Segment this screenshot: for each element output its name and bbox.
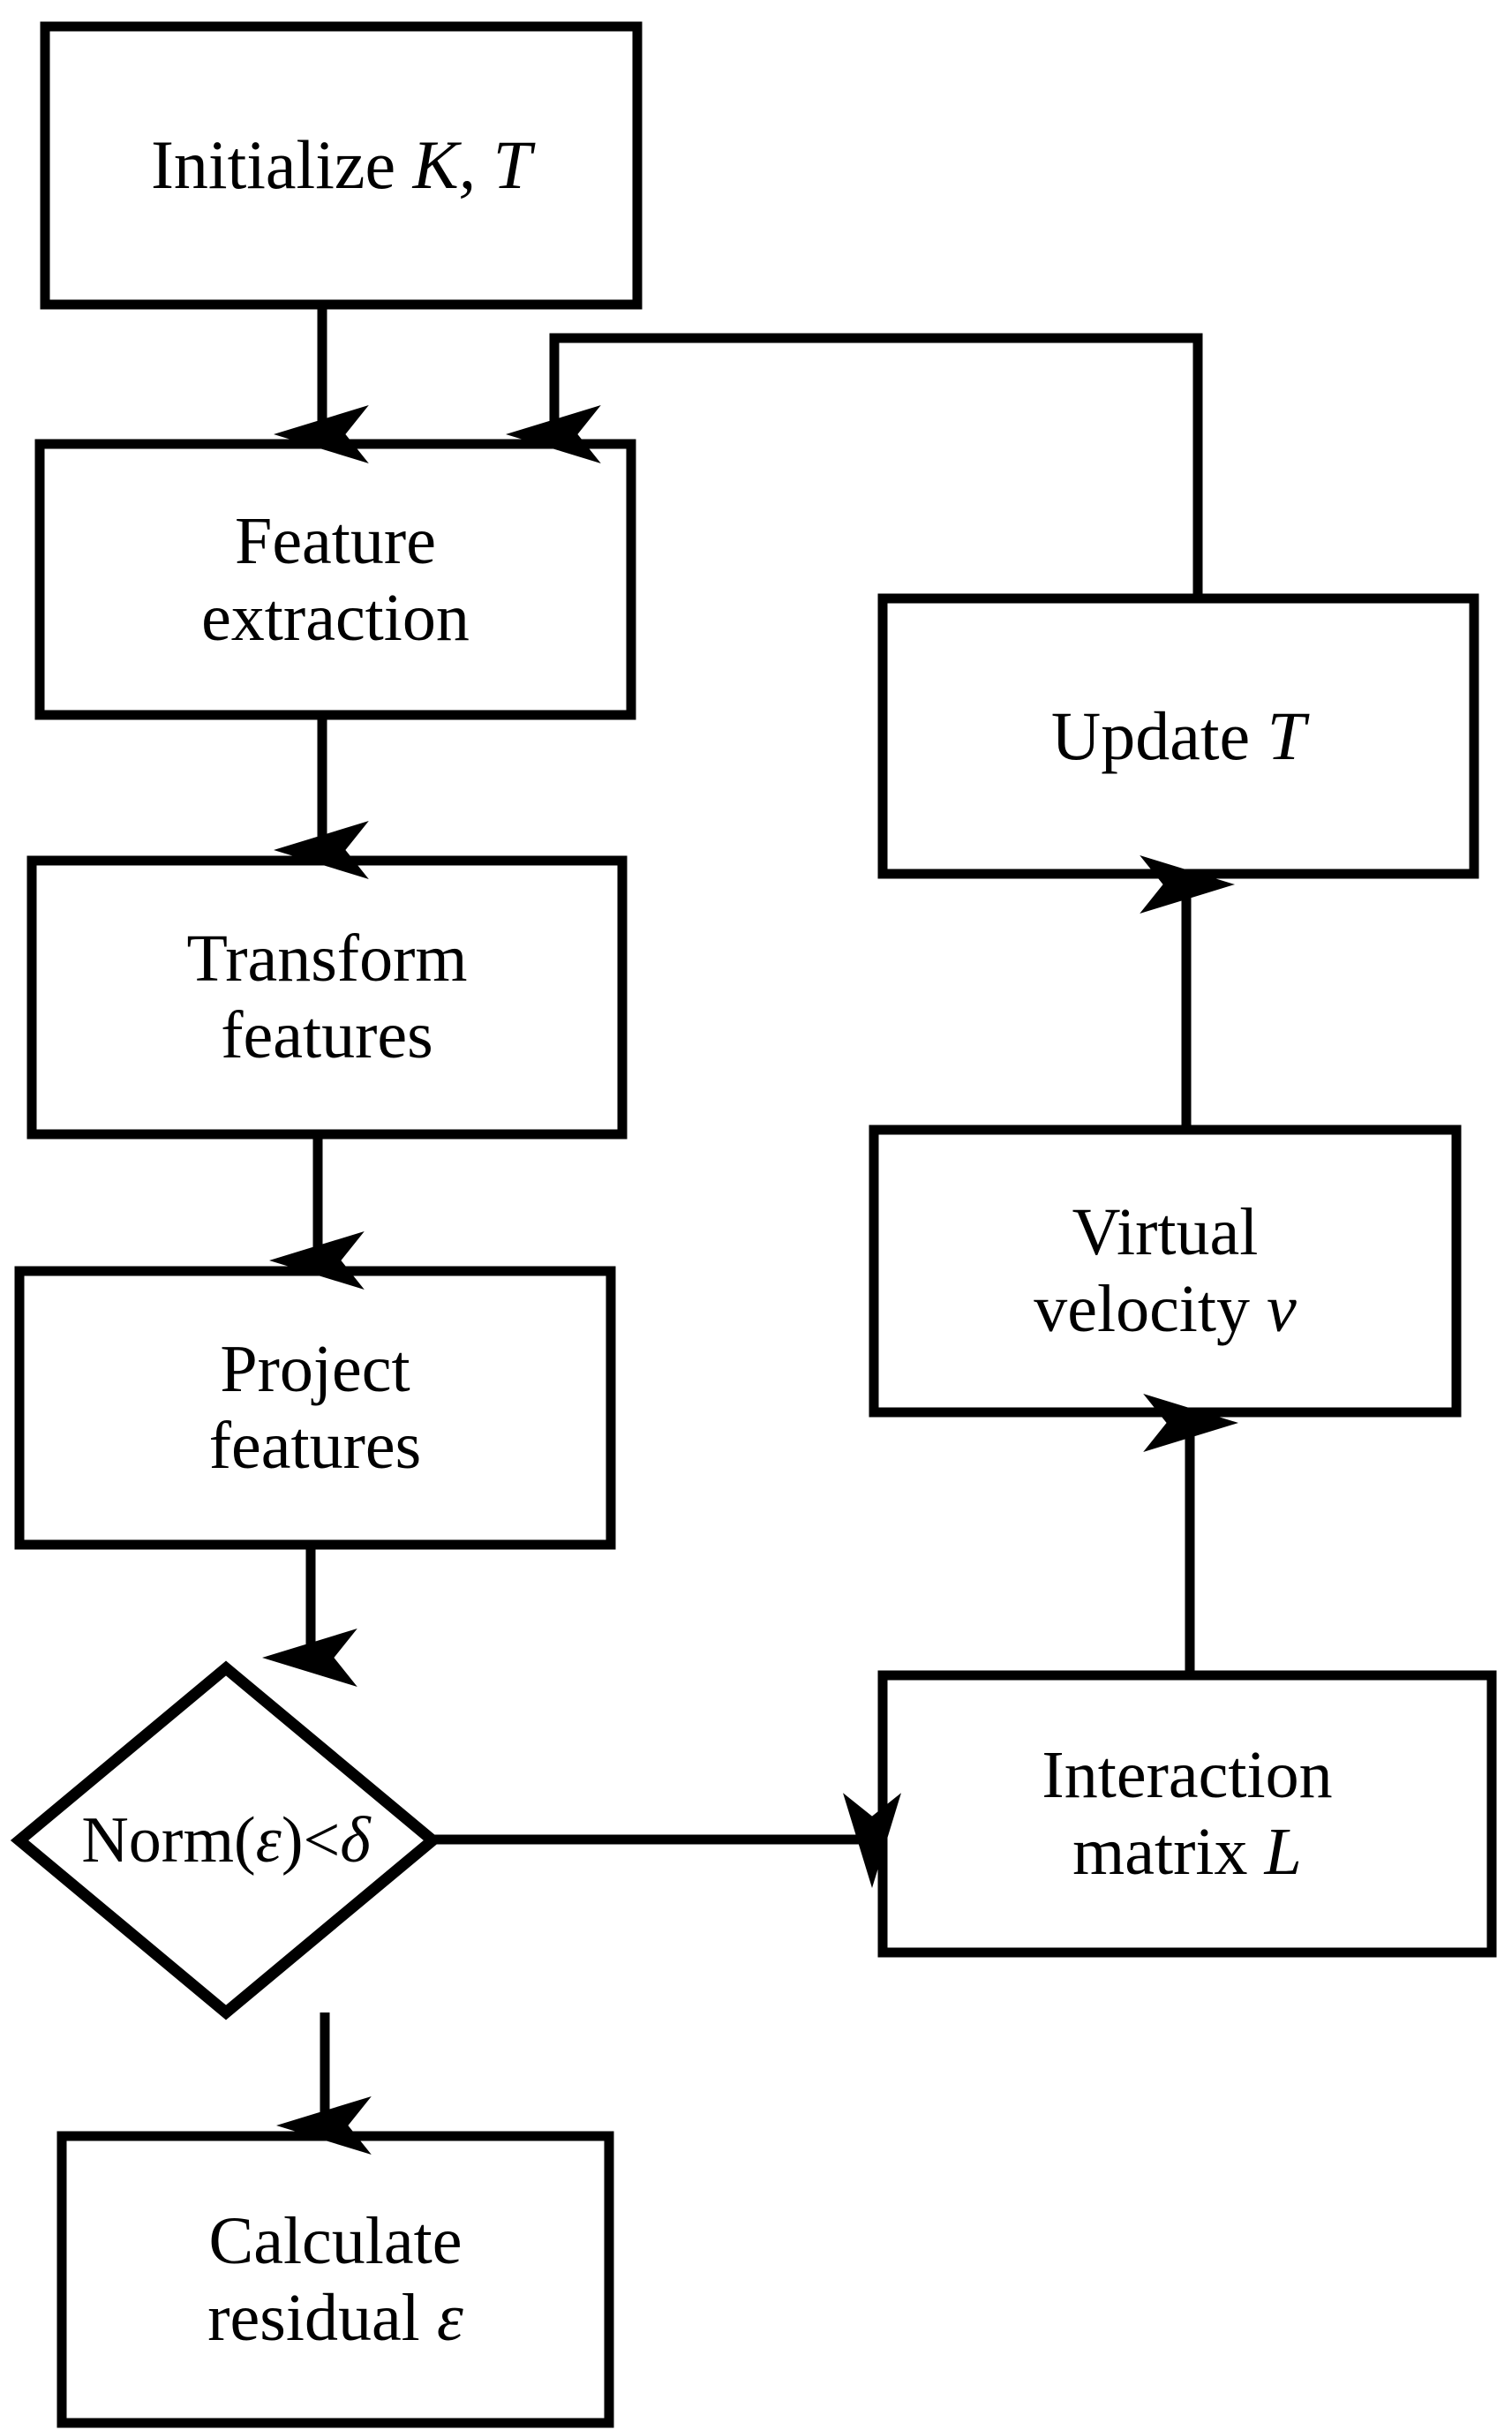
node-shape-feature-extraction[interactable] — [34, 439, 636, 720]
node-shape-initialize[interactable] — [40, 21, 643, 310]
node-shape-calculate-residual[interactable] — [56, 2131, 614, 2428]
node-shape-norm-decision[interactable] — [10, 1660, 442, 2020]
node-shape-update-t[interactable] — [877, 593, 1479, 879]
node-shape-virtual-velocity[interactable] — [869, 1125, 1462, 1418]
node-shape-transform-features[interactable] — [26, 855, 628, 1140]
edge-update-t-to-feature-extraction — [506, 333, 1203, 598]
node-shape-project-features[interactable] — [14, 1266, 616, 1550]
node-shape-interaction-matrix[interactable] — [877, 1670, 1497, 1958]
